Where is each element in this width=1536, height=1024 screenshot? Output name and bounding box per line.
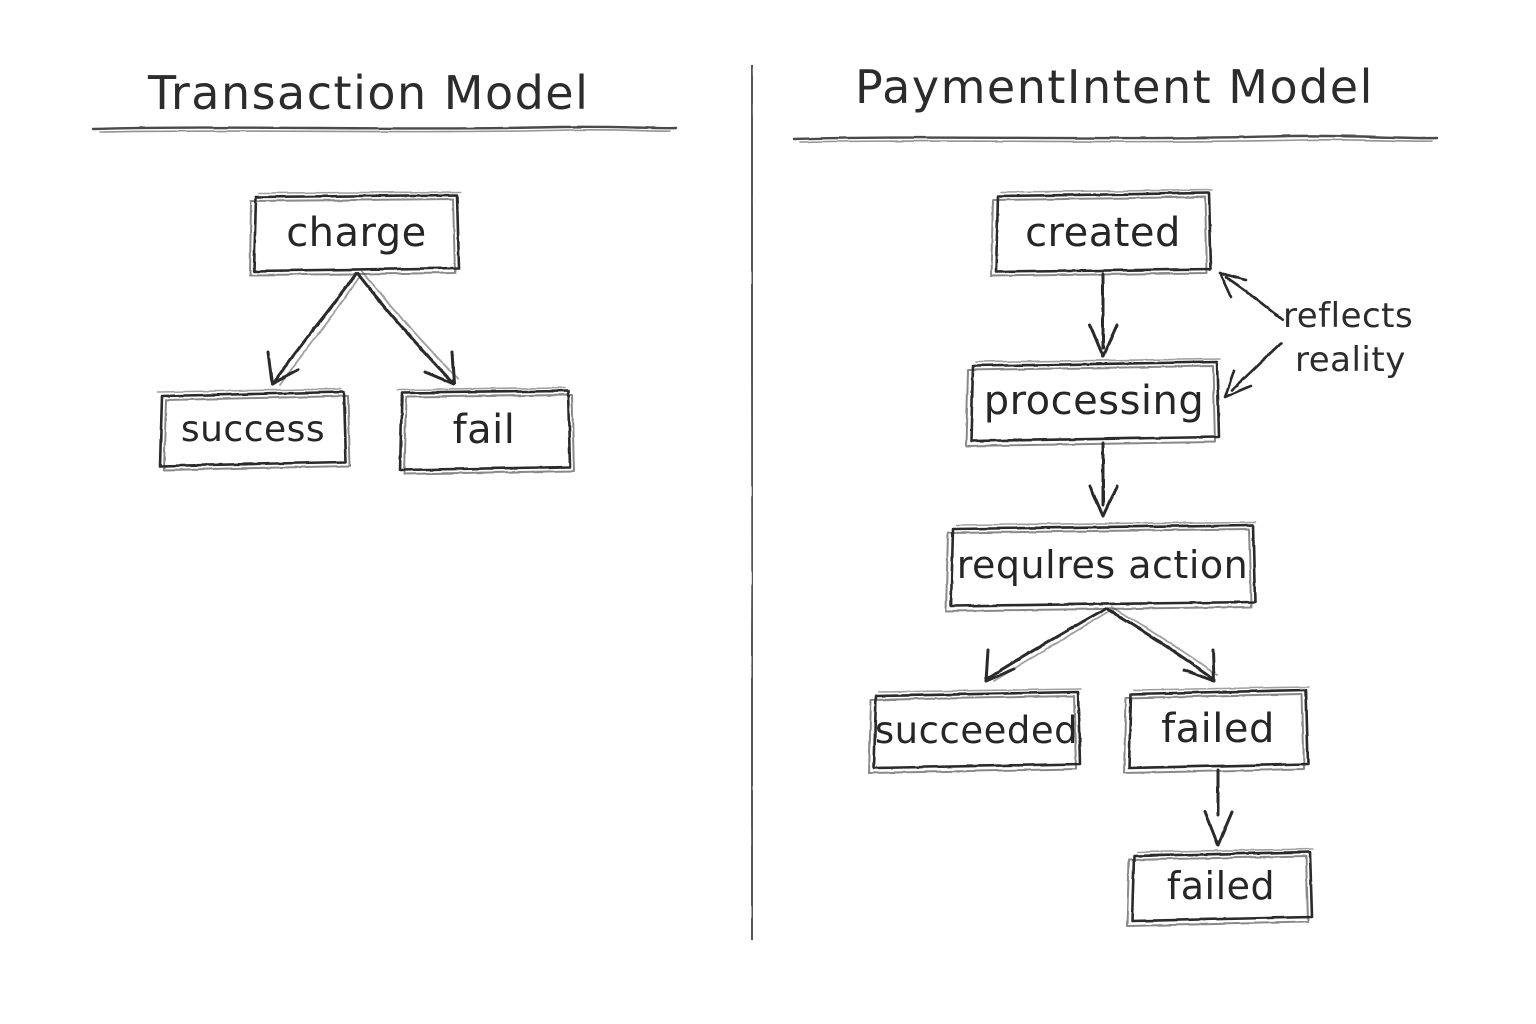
edge-failed-failed: [1203, 768, 1234, 847]
node-processing[interactable]: processing: [970, 362, 1218, 440]
annotation-arrow-to-created: [1218, 271, 1285, 322]
right-title-rule: [792, 134, 1439, 143]
node-requires-action-label: requlres action: [956, 543, 1249, 587]
annotation-reflects-reality: reflects reality: [1283, 295, 1413, 382]
node-fail[interactable]: fail: [398, 390, 570, 470]
annotation-line-2: reality: [1295, 339, 1406, 380]
edge-requires-action-failed: [1105, 606, 1218, 683]
node-created-label: created: [1025, 209, 1181, 256]
node-failed-1[interactable]: failed: [1128, 690, 1308, 768]
node-success[interactable]: success: [160, 392, 346, 466]
node-success-label: success: [180, 408, 326, 450]
edge-charge-success: [266, 272, 361, 386]
node-created[interactable]: created: [995, 193, 1211, 272]
page-title-transaction-model: Transaction Model: [148, 66, 590, 120]
node-charge[interactable]: charge: [254, 195, 459, 271]
node-failed-1-label: failed: [1161, 706, 1275, 752]
node-failed-2[interactable]: failed: [1130, 852, 1312, 920]
page-title-paymentintent-model: PaymentIntent Model: [855, 60, 1374, 114]
edge-charge-fail: [356, 271, 459, 386]
annotation-line-1: reflects: [1283, 296, 1414, 336]
edge-processing-requires-action: [1088, 441, 1119, 518]
node-failed-2-label: failed: [1166, 864, 1276, 908]
node-succeeded[interactable]: succeeded: [873, 692, 1080, 768]
edge-requires-action-succeeded: [984, 607, 1110, 683]
annotation-arrow-to-processing: [1223, 341, 1283, 399]
node-requires-action[interactable]: requlres action: [950, 525, 1255, 605]
node-fail-label: fail: [452, 407, 516, 453]
node-processing-label: processing: [983, 378, 1205, 424]
left-title-rule: [91, 125, 678, 133]
node-succeeded-label: succeeded: [874, 708, 1079, 752]
edge-created-processing: [1088, 272, 1119, 358]
node-charge-label: charge: [286, 210, 427, 256]
panel-divider: [750, 64, 754, 941]
